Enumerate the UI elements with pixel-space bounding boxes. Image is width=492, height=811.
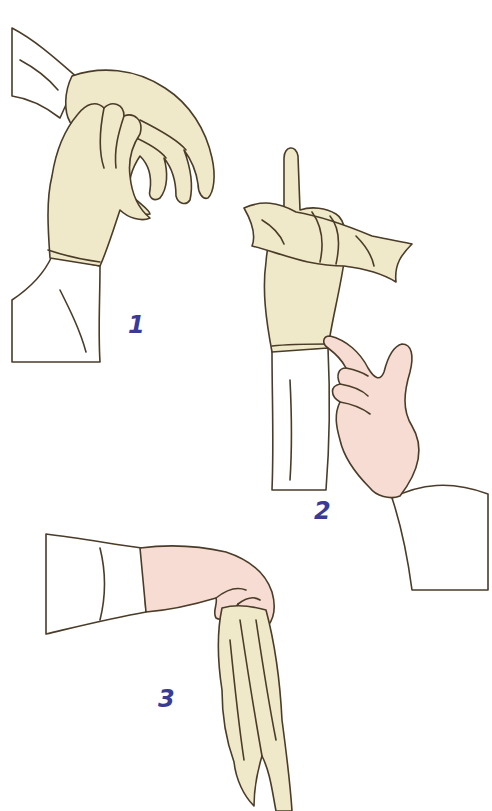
sleeve xyxy=(392,485,488,590)
glove-crease xyxy=(256,620,276,740)
sleeve xyxy=(272,348,329,490)
removed-glove xyxy=(218,606,292,811)
finger-line xyxy=(216,588,246,598)
glove-crease xyxy=(140,120,186,150)
finger-line xyxy=(330,216,338,264)
removed-glove xyxy=(244,203,412,282)
glove-crease xyxy=(262,220,284,244)
step-number: 1 xyxy=(128,313,145,337)
step-number: 2 xyxy=(314,499,331,523)
sleeve-fold xyxy=(60,290,86,352)
glove-crease xyxy=(356,236,374,266)
bare-hand xyxy=(324,336,419,498)
finger-line xyxy=(346,368,368,376)
sleeve xyxy=(46,534,146,634)
glove-crease xyxy=(230,640,244,760)
finger-line xyxy=(340,402,370,414)
finger-line xyxy=(115,116,124,168)
glove-cuff xyxy=(48,250,100,262)
finger-line xyxy=(100,108,104,168)
finger-line xyxy=(312,212,322,262)
gloved-hand xyxy=(48,104,150,266)
sleeve-fold xyxy=(20,60,58,90)
sleeve-fold xyxy=(100,548,105,620)
finger-line xyxy=(340,384,368,396)
finger-line xyxy=(238,598,260,604)
sleeve-fold xyxy=(290,380,292,480)
step-number: 3 xyxy=(158,687,175,711)
sleeve xyxy=(12,256,100,362)
glove-cuff xyxy=(272,344,328,346)
